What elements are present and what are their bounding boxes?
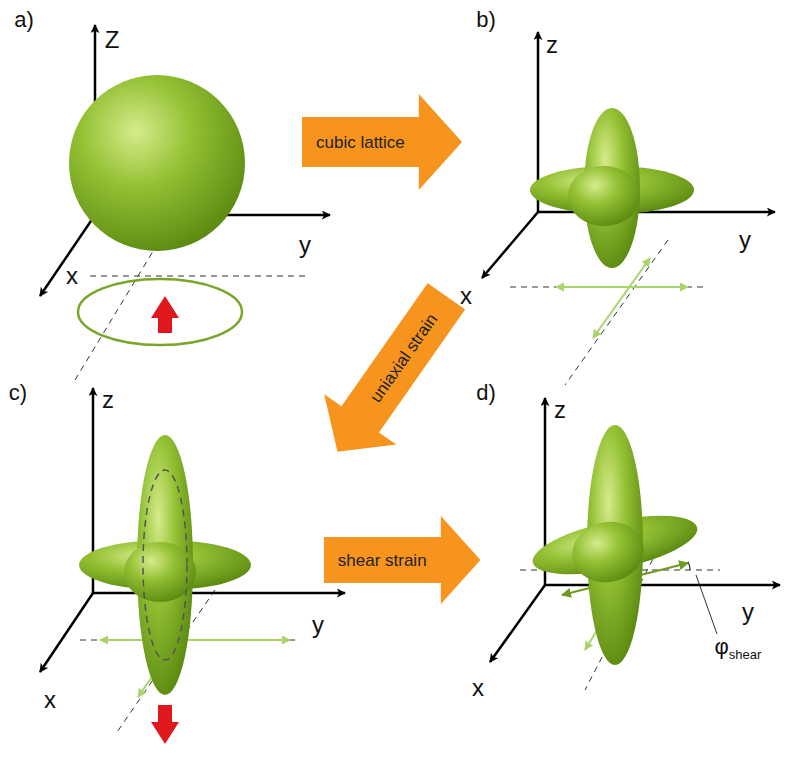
process-arrow: cubic lattice xyxy=(302,94,462,190)
axis-label: z xyxy=(102,388,114,412)
axis-label: z xyxy=(546,33,558,57)
panel-letter: a) xyxy=(14,9,34,31)
panel-letter: d) xyxy=(476,382,496,404)
panel-d xyxy=(490,398,780,690)
axis-label: x xyxy=(44,688,56,712)
axis-label: y xyxy=(312,613,324,637)
arrow-body xyxy=(301,271,482,477)
panel-letter: c) xyxy=(9,382,27,404)
panel-letter: b) xyxy=(476,9,496,31)
panel-b xyxy=(482,32,775,385)
strain-arrow xyxy=(151,705,179,744)
arrow-body xyxy=(302,94,462,190)
arrow-label: shear strain xyxy=(338,552,427,569)
process-arrow: shear strain xyxy=(324,516,480,604)
arrow-label: cubic lattice xyxy=(316,134,405,151)
axis-label: x xyxy=(472,676,484,700)
arrow-body xyxy=(324,516,480,604)
angle-label: φshear xyxy=(715,636,762,661)
process-arrow: uniaxial strain xyxy=(301,271,482,477)
sphere xyxy=(69,75,245,251)
axis-label: y xyxy=(739,228,751,252)
projection-ellipse xyxy=(78,279,242,345)
axis-label: y xyxy=(299,233,311,257)
axis-label: y xyxy=(742,600,754,624)
panel-c xyxy=(40,296,345,744)
axis-label: x xyxy=(460,284,472,308)
panel-a xyxy=(40,25,330,380)
axis-label: z xyxy=(554,398,566,422)
strain-arrow xyxy=(151,296,179,333)
axis-label: x xyxy=(66,264,78,288)
axis-label: Z xyxy=(105,28,120,52)
